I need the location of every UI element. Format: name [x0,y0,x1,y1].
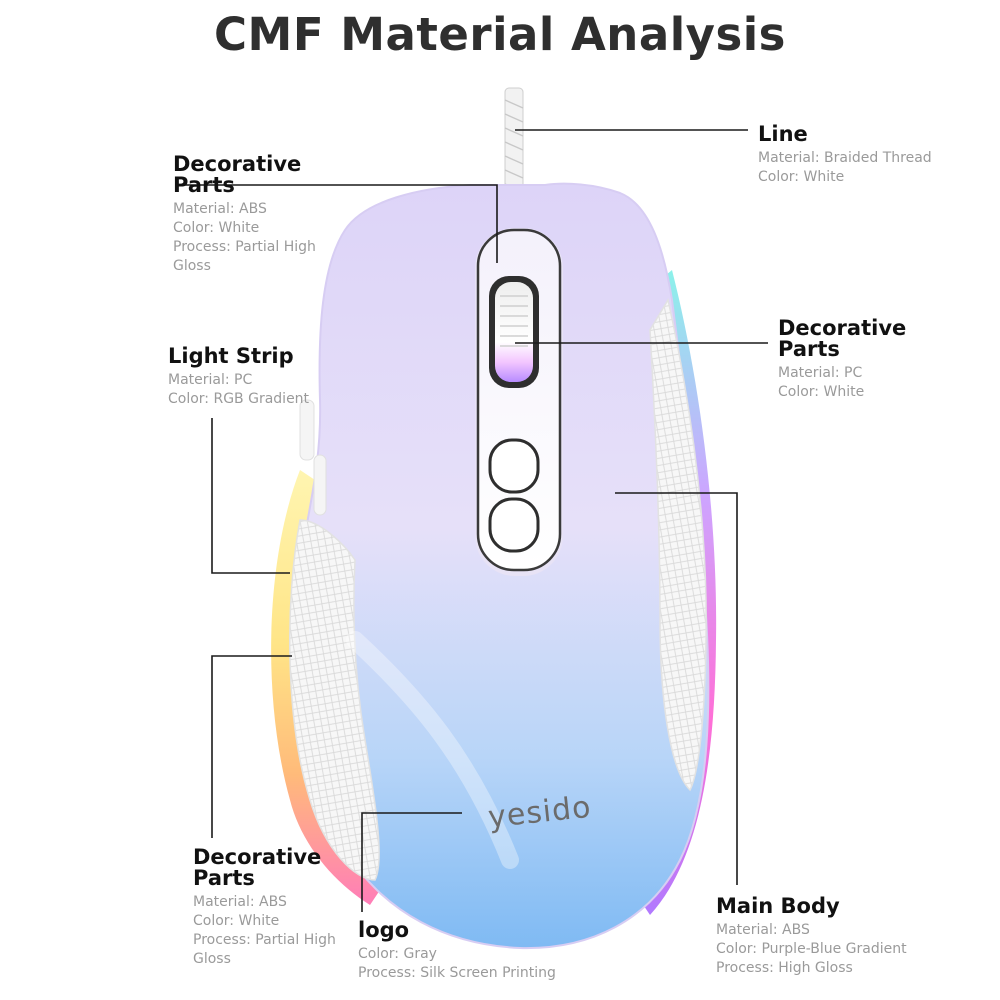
leader-line-side-decorative [211,655,292,838]
callout-detail: Color: White [758,169,845,185]
leader-line-light-strip [211,418,290,574]
callout-heading: Decorative [173,152,302,176]
callout-detail: Process: Partial High [173,239,316,255]
leader-line-main-body [615,492,738,885]
right-grip-panel [649,297,707,792]
callout-detail: Material: ABS [193,894,287,910]
callout-heading: Main Body [716,894,840,918]
callout-detail: Color: White [778,384,865,400]
callout-top-decorative-parts: Decorative Parts Material: ABS Color: Wh… [173,154,323,276]
callout-light-strip: Light Strip Material: PC Color: RGB Grad… [168,346,328,409]
callout-detail: Color: White [173,220,260,236]
callout-heading: logo [358,918,410,942]
side-button-front[interactable] [299,399,315,461]
page-title: CMF Material Analysis [214,8,786,61]
callout-detail: Material: ABS [173,201,267,217]
callout-heading: Parts [193,866,255,890]
callout-detail: Process: Silk Screen Printing [358,965,556,981]
callout-detail: Process: Partial High [193,932,336,948]
left-grip-panel [289,519,380,881]
callout-heading: Line [758,122,808,146]
callout-detail: Material: ABS [716,922,810,938]
dpi-up-button[interactable] [488,438,540,494]
callout-detail: Gloss [193,951,231,967]
callout-detail: Material: Braided Thread [758,150,932,166]
callout-heading: Parts [173,173,235,197]
callout-detail: Color: White [193,913,280,929]
callout-side-decorative-parts: Decorative Parts Material: ABS Color: Wh… [193,847,348,969]
callout-logo: logo Color: Gray Process: Silk Screen Pr… [358,920,578,983]
leader-line-logo [361,812,462,912]
side-button-back[interactable] [313,454,327,516]
callout-heading: Decorative [778,316,907,340]
callout-heading: Decorative [193,845,322,869]
callout-line: Line Material: Braided Thread Color: Whi… [758,124,978,187]
callout-main-body: Main Body Material: ABS Color: Purple-Bl… [716,896,946,978]
callout-detail: Color: RGB Gradient [168,391,310,407]
callout-detail: Material: PC [168,372,253,388]
scroll-wheel[interactable] [489,276,539,388]
callout-detail: Color: Purple-Blue Gradient [716,941,907,957]
leader-line-top-decorative [180,184,498,263]
callout-detail: Material: PC [778,365,863,381]
callout-heading: Light Strip [168,344,294,368]
callout-detail: Gloss [173,258,211,274]
dpi-down-button[interactable] [488,497,540,553]
callout-wheel-decorative-parts: Decorative Parts Material: PC Color: Whi… [778,318,958,402]
callout-heading: Parts [778,337,840,361]
callout-detail: Process: High Gloss [716,960,853,976]
gloss-highlight [346,631,519,869]
callout-detail: Color: Gray [358,946,437,962]
leader-lines [180,129,768,912]
